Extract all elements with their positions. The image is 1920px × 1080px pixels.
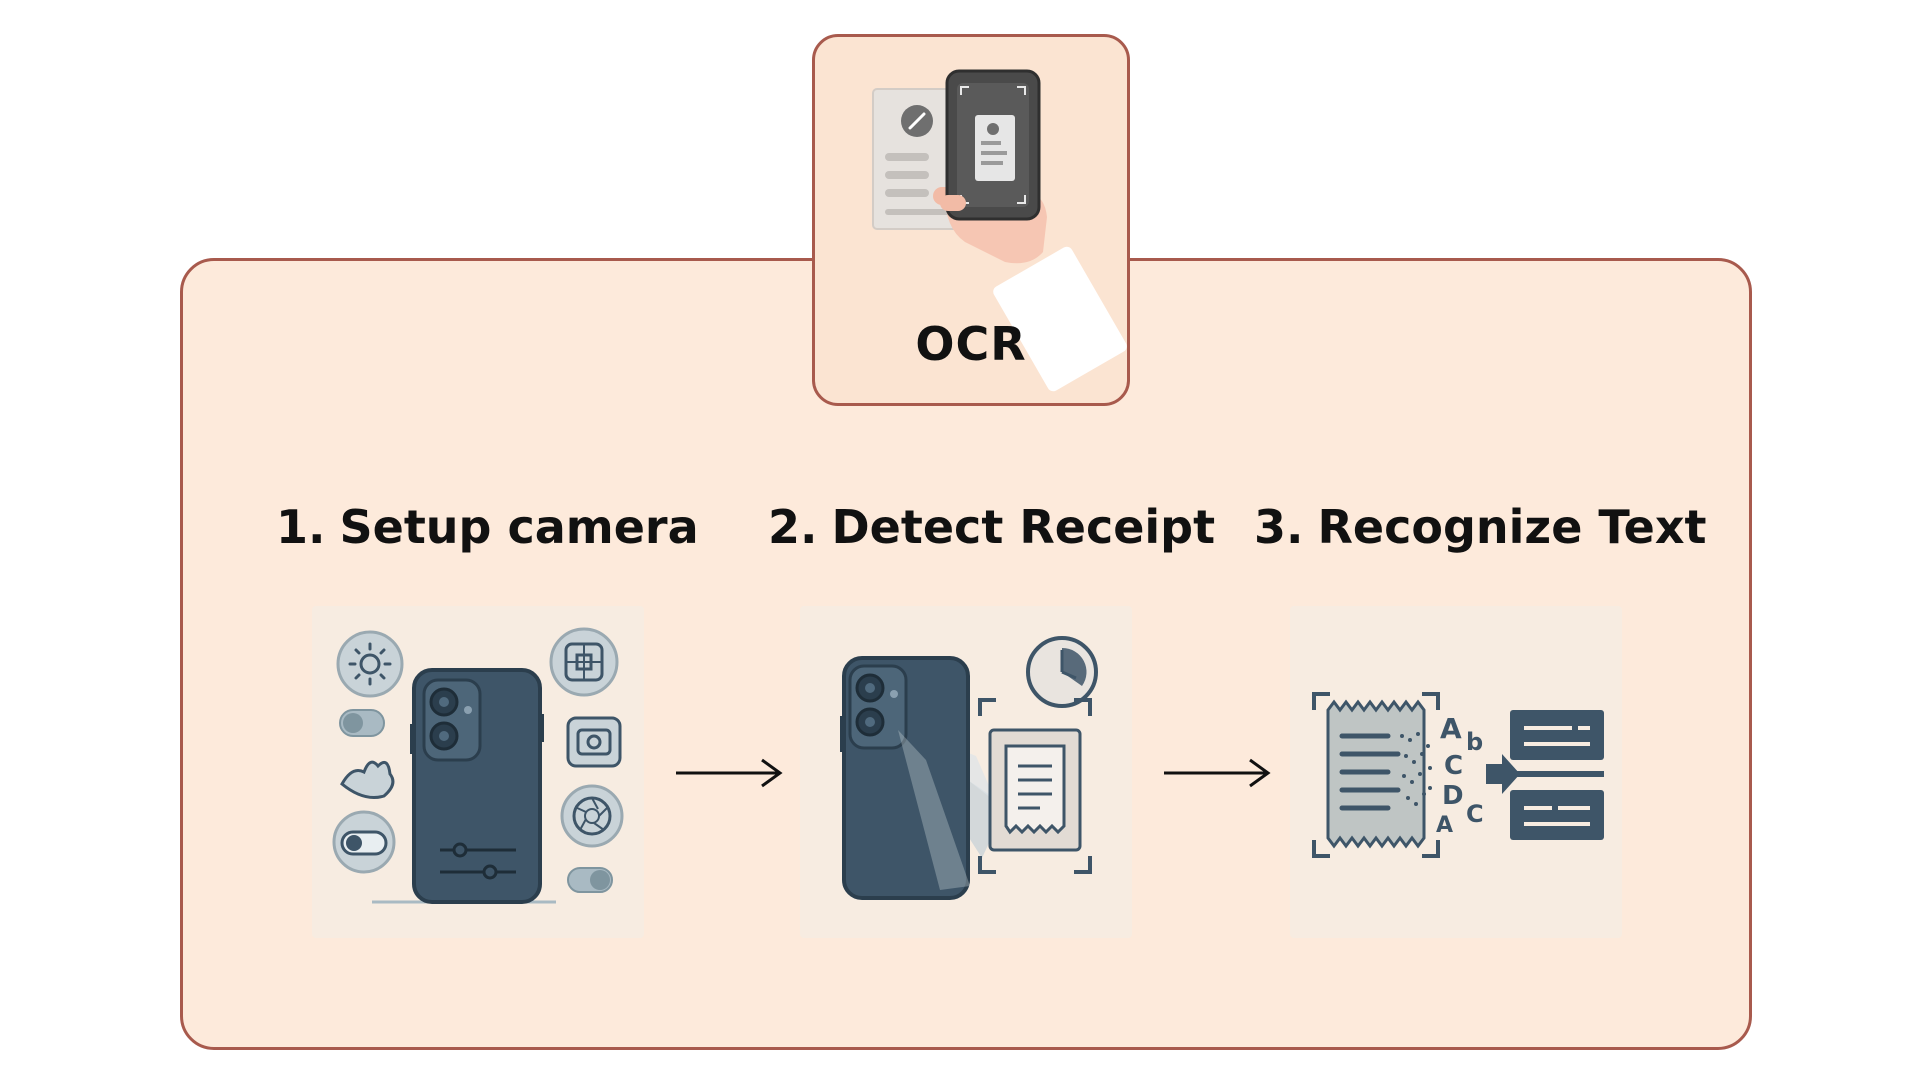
text-recognition-icon: A b C D C A [1312,692,1604,858]
ocr-card: OCR [812,34,1130,406]
step-3-number: 3. [1254,500,1304,554]
step-3-label: Recognize Text [1317,500,1707,554]
step-3-title: 3.Recognize Text [1254,500,1707,554]
step-2-title: 2.Detect Receipt [768,500,1215,554]
step-1-panel [312,606,644,938]
step-1-title: 1.Setup camera [276,500,699,554]
step-2-panel [800,606,1132,938]
step-1-label: Setup camera [339,500,699,554]
receipt-detection-icon [840,636,1098,900]
letter-a-upper: A [1440,712,1462,745]
camera-settings-icon [332,627,624,904]
letter-b-lower: b [1466,728,1483,756]
letter-d-upper: D [1442,781,1464,811]
step-2-label: Detect Receipt [831,500,1216,554]
step-1-number: 1. [276,500,326,554]
letter-a-second: A [1436,813,1453,838]
letter-c-second: C [1466,800,1484,828]
ocr-label: OCR [915,317,1027,371]
arrow-right-icon [676,758,783,788]
step-2-number: 2. [768,500,818,554]
arrow-right-icon [1164,758,1271,788]
step-3-panel: A b C D C A [1290,606,1622,938]
letter-c-upper: C [1444,751,1463,781]
phone-scanning-receipt-icon [872,69,1127,392]
